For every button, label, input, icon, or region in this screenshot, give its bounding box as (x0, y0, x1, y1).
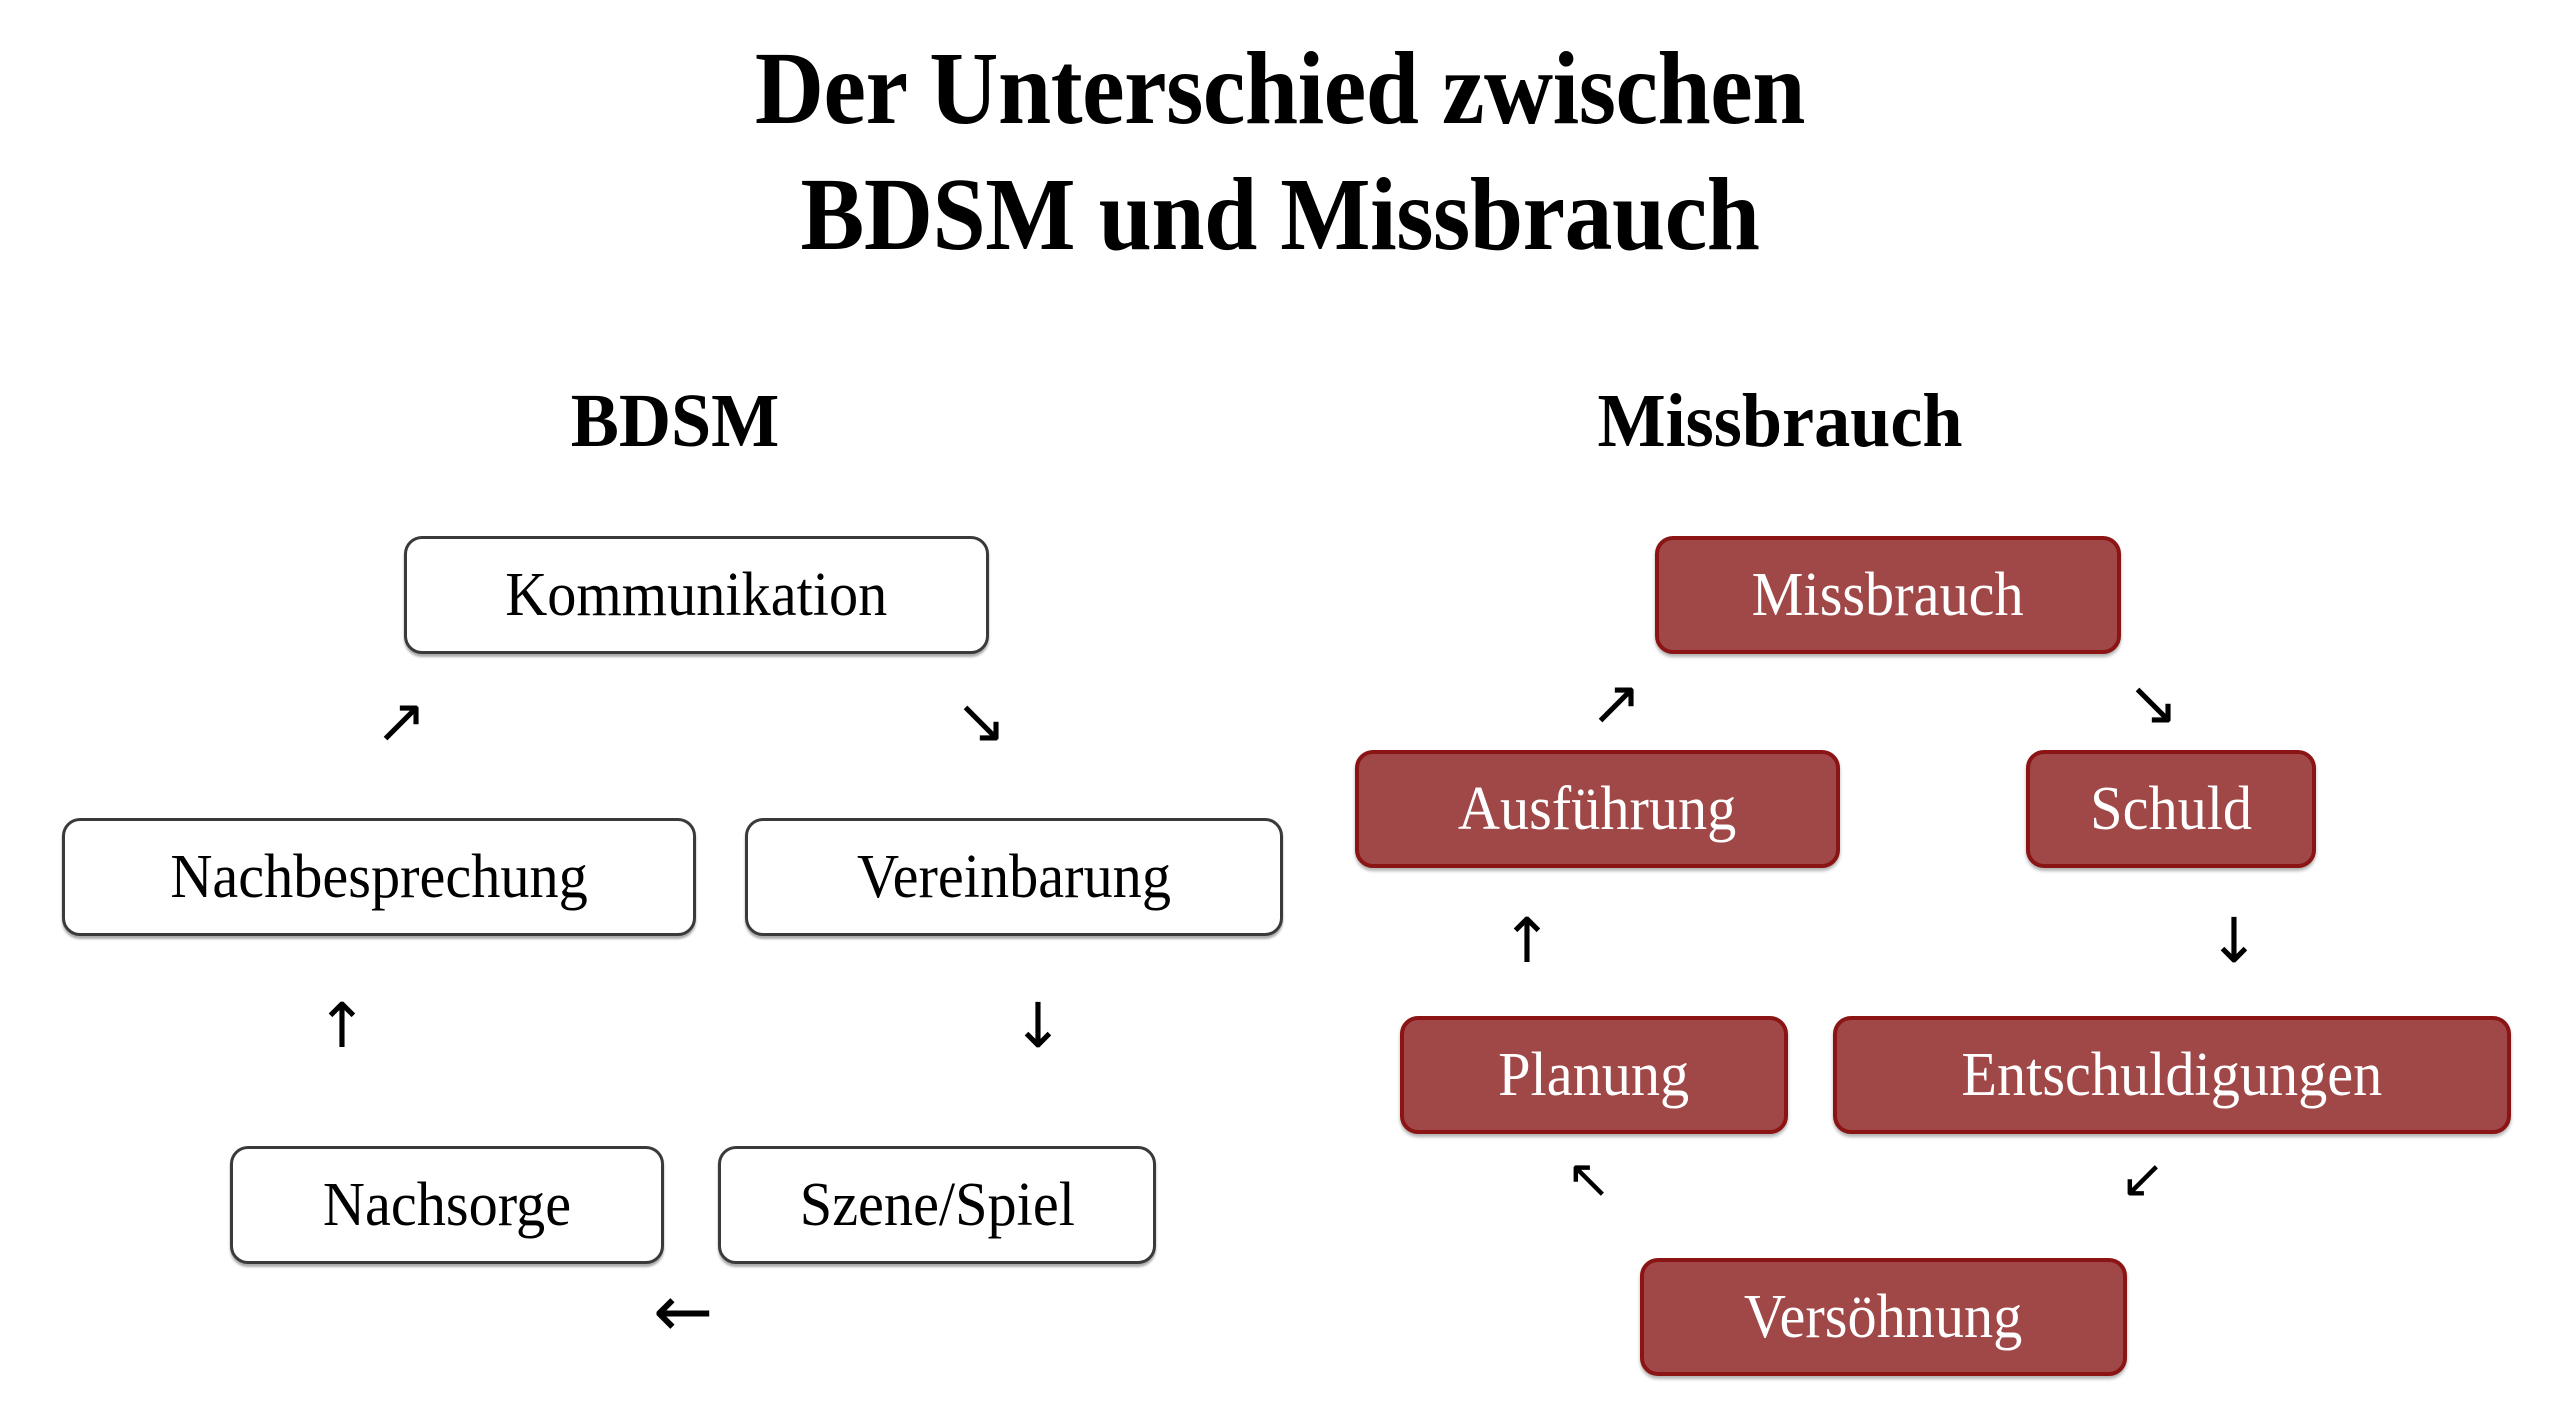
node-szene-spiel[interactable]: Szene/Spiel (718, 1146, 1156, 1264)
arrow-versoehnung-to-planung: ↖ (1566, 1147, 1612, 1210)
node-kommunikation-label: Kommunikation (505, 561, 888, 629)
arrow-ausfuehrung-to-missbrauch: ↗ (1590, 666, 1642, 739)
page-title: Der Unterschied zwischen BDSM und Missbr… (0, 31, 2560, 273)
column-heading-bdsm: BDSM (570, 379, 780, 463)
arrow-kommunikation-to-vereinbarung: ↘ (955, 684, 1007, 757)
title-line-1: Der Unterschied zwischen (754, 31, 1806, 146)
column-heading-missbrauch: Missbrauch (1597, 379, 1963, 463)
node-ausfuehrung[interactable]: Ausführung (1355, 750, 1840, 868)
node-missbrauch-label: Missbrauch (1752, 561, 2024, 629)
node-vereinbarung-label: Vereinbarung (857, 843, 1171, 911)
node-planung-label: Planung (1498, 1041, 1690, 1109)
node-versoehnung[interactable]: Versöhnung (1640, 1258, 2127, 1376)
node-entschuldigungen-label: Entschuldigungen (1961, 1041, 2383, 1109)
node-vereinbarung[interactable]: Vereinbarung (745, 818, 1283, 936)
arrow-nachsorge-to-nachbesprechung: ↑ (316, 989, 368, 1062)
title-line-2: BDSM und Missbrauch (800, 157, 1760, 273)
arrow-vereinbarung-to-szene-spiel: ↓ (1012, 989, 1064, 1062)
arrow-entschuldigungen-to-versoehnung: ↙ (2120, 1147, 2166, 1210)
node-ausfuehrung-label: Ausführung (1458, 775, 1737, 843)
node-schuld[interactable]: Schuld (2026, 750, 2316, 868)
node-nachbesprechung-label: Nachbesprechung (170, 843, 588, 911)
arrow-nachbesprechung-to-kommunikation: ↗ (375, 684, 427, 757)
node-nachbesprechung[interactable]: Nachbesprechung (62, 818, 696, 936)
node-planung[interactable]: Planung (1400, 1016, 1788, 1134)
node-kommunikation[interactable]: Kommunikation (404, 536, 989, 654)
node-nachsorge-label: Nachsorge (322, 1171, 572, 1239)
node-entschuldigungen[interactable]: Entschuldigungen (1833, 1016, 2511, 1134)
arrow-schuld-to-entschuldigungen: ↓ (2208, 904, 2260, 977)
arrow-planung-to-ausfuehrung: ↑ (1501, 904, 1553, 977)
node-schuld-label: Schuld (2090, 775, 2252, 843)
arrow-missbrauch-to-schuld: ↘ (2127, 666, 2179, 739)
node-missbrauch[interactable]: Missbrauch (1655, 536, 2121, 654)
node-nachsorge[interactable]: Nachsorge (230, 1146, 664, 1264)
arrow-szene-spiel-to-nachsorge: ← (653, 1269, 714, 1353)
node-versoehnung-label: Versöhnung (1744, 1283, 2023, 1351)
node-szene-spiel-label: Szene/Spiel (799, 1171, 1075, 1239)
